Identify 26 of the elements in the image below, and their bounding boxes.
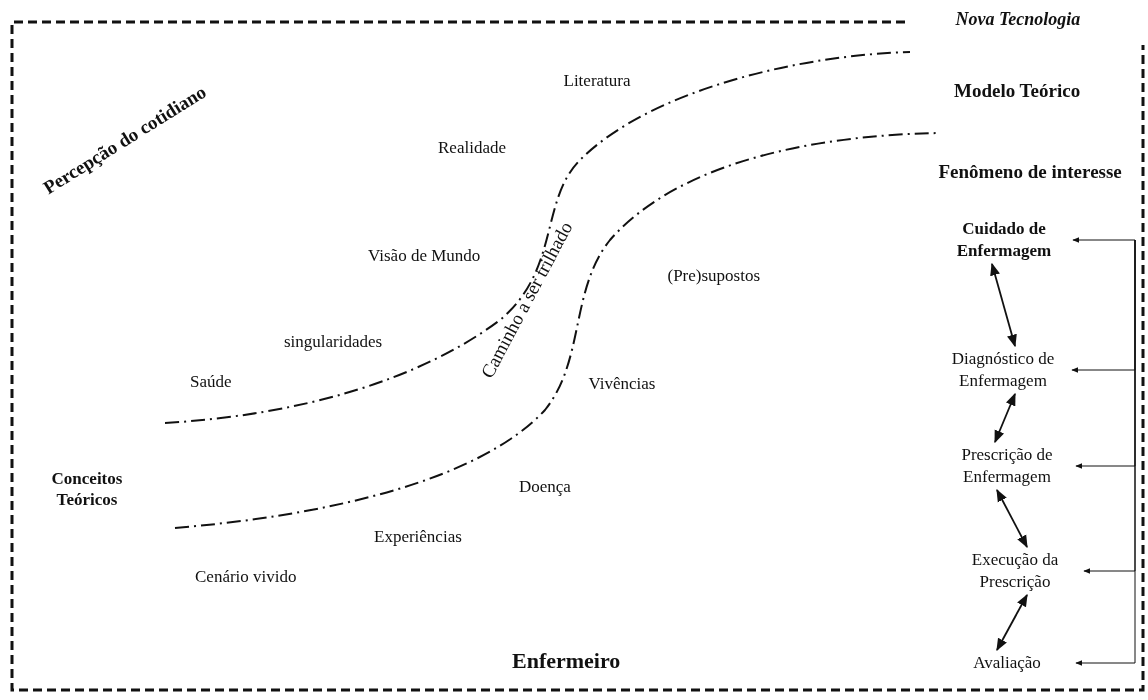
text-label: Cenário vivido bbox=[195, 565, 297, 587]
text-label: Doença bbox=[519, 475, 571, 497]
process-step-text: Prescrição de Enfermagem bbox=[942, 444, 1072, 489]
text-label: Experiências bbox=[374, 525, 462, 547]
text-label: Enfermeiro bbox=[512, 647, 621, 675]
arrow bbox=[996, 488, 1028, 549]
text-label: (Pre)supostos bbox=[667, 264, 761, 286]
arrow bbox=[994, 392, 1016, 444]
text-label: Modelo Teórico bbox=[954, 79, 1081, 103]
text-label: Realidade bbox=[438, 136, 506, 158]
text-label: Literatura bbox=[563, 69, 631, 91]
process-step-text: Execução da Prescrição bbox=[950, 549, 1080, 594]
text-label: Conceitos Teóricos bbox=[50, 467, 124, 510]
process-step-text: Avaliação bbox=[942, 652, 1072, 675]
arrow bbox=[996, 593, 1028, 652]
text-label: Fenômeno de interesse bbox=[938, 160, 1122, 184]
text-label: Saúde bbox=[190, 370, 232, 392]
text-label: Vivências bbox=[588, 372, 656, 394]
text-label: Nova Tecnologia bbox=[955, 7, 1081, 30]
arrow bbox=[1072, 237, 1136, 243]
arrow bbox=[990, 262, 1017, 348]
text-label: Visão de Mundo bbox=[368, 244, 481, 266]
arrow bbox=[1075, 239, 1136, 666]
process-step-text: Cuidado de Enfermagem bbox=[939, 218, 1069, 263]
process-step-text: Diagnóstico de Enfermagem bbox=[938, 348, 1068, 393]
text-label: singularidades bbox=[284, 330, 383, 352]
